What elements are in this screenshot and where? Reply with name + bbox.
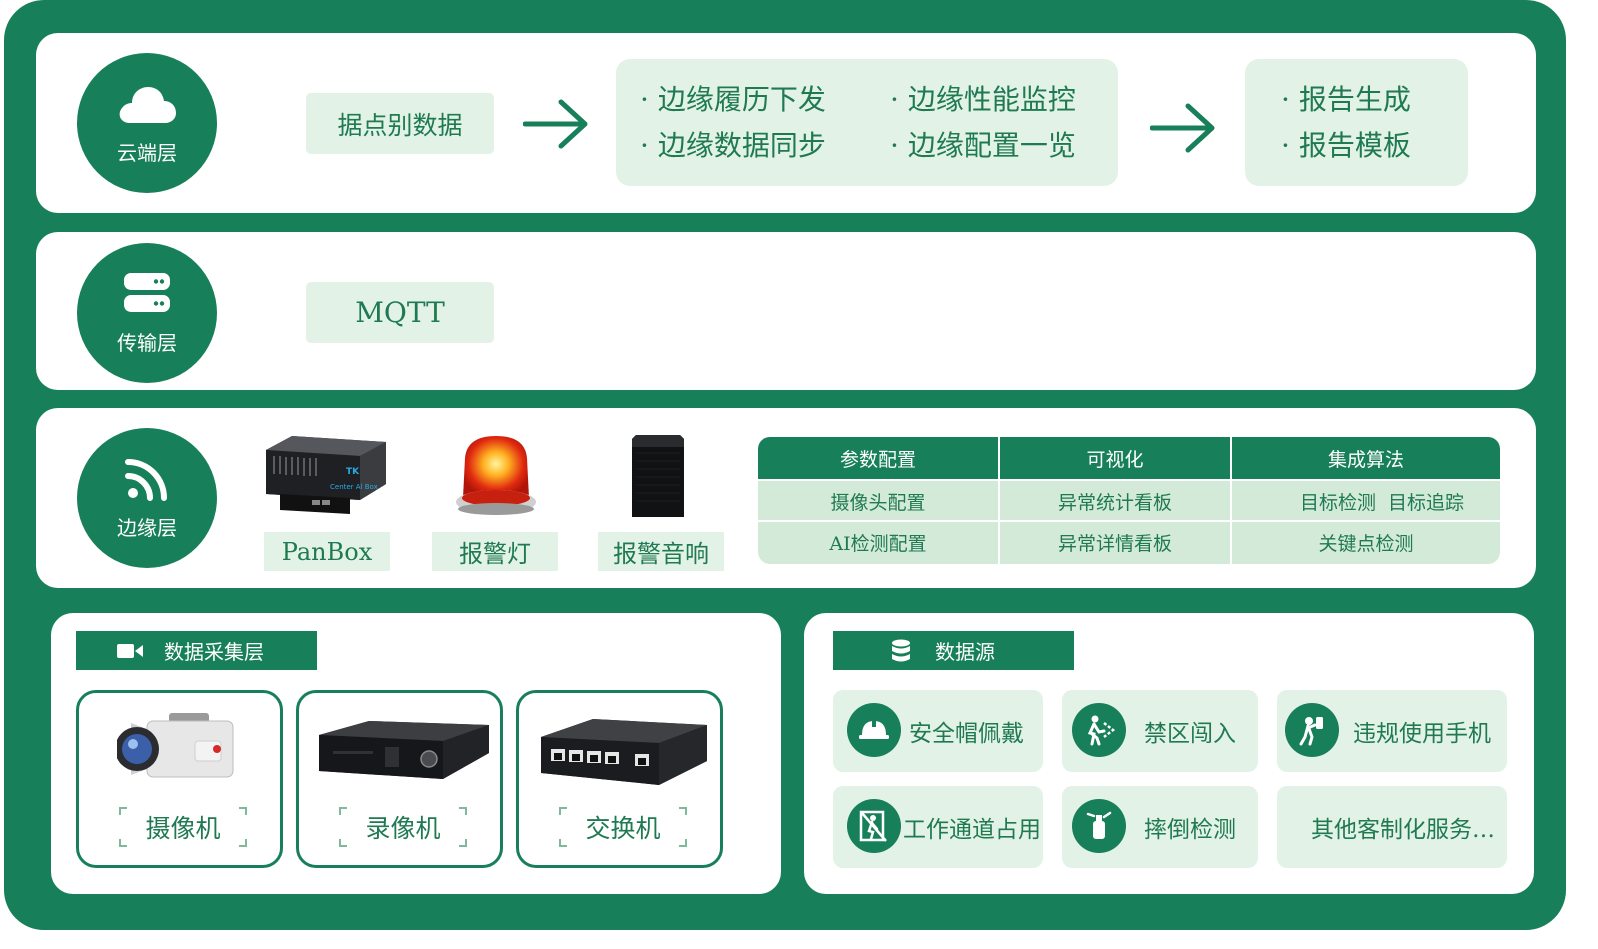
device-card-camera: 摄像机 (76, 690, 283, 868)
data-source-title-tab: 数据源 (833, 631, 1074, 670)
reports-box: · 报告生成 · 报告模板 (1245, 59, 1468, 186)
source-item-helmet: 安全帽佩戴 (833, 690, 1043, 772)
source-data-pill: 据点别数据 (306, 93, 494, 154)
panbox-device-icon: TK Center Al Box (266, 436, 386, 514)
device-label-panbox: PanBox (264, 532, 390, 571)
edge-mgmt-item: · 边缘履历下发 (640, 83, 826, 116)
label-corner (679, 807, 687, 815)
device-card-switch: 交换机 (516, 690, 723, 868)
camera-device-icon (117, 713, 234, 778)
grid-cell: 目标追踪 (1388, 492, 1465, 514)
database-icon (891, 639, 911, 663)
source-item-passage: 工作通道占用 (833, 786, 1043, 868)
recorder-label: 录像机 (365, 814, 441, 843)
svg-text:TK: TK (346, 467, 360, 477)
label-corner (459, 807, 467, 815)
edge-mgmt-item: · 边缘数据同步 (640, 129, 826, 162)
device-label-speaker: 报警音响 (598, 532, 724, 571)
source-label: 禁区闯入 (1144, 721, 1236, 747)
source-item-intrusion: 禁区闯入 (1062, 690, 1258, 772)
alarm-light-icon (456, 436, 536, 515)
transport-layer-badge: 传输层 (77, 243, 217, 383)
report-item: · 报告生成 (1281, 83, 1411, 116)
grid-divider (998, 437, 1000, 564)
server-icon (77, 271, 217, 321)
phone-use-icon (1285, 703, 1339, 757)
edge-function-grid: 参数配置 可视化 集成算法 摄像头配置 异常统计看板 目标检测 目标追踪 AI检… (758, 437, 1500, 564)
speaker-icon (632, 435, 684, 517)
source-label: 摔倒检测 (1144, 817, 1236, 843)
fall-icon (1072, 799, 1126, 853)
intrusion-icon (1072, 703, 1126, 757)
cloud-layer-badge: 云端层 (77, 53, 217, 193)
edge-mgmt-item: · 边缘配置一览 (890, 129, 1076, 162)
source-label: 违规使用手机 (1353, 721, 1491, 747)
grid-cell: 目标检测 (1299, 492, 1376, 514)
grid-cell: 异常统计看板 (1057, 492, 1172, 514)
camera-label: 摄像机 (145, 814, 221, 843)
edge-layer-badge: 边缘层 (77, 428, 217, 568)
grid-cell: AI检测配置 (829, 533, 927, 555)
edge-management-box: · 边缘履历下发 · 边缘性能监控 · 边缘数据同步 · 边缘配置一览 (616, 59, 1118, 186)
edge-mgmt-item: · 边缘性能监控 (890, 83, 1076, 116)
label-corner (119, 839, 127, 847)
cloud-icon (77, 81, 217, 131)
device-label-alarm-light: 报警灯 (432, 532, 558, 571)
source-label: 安全帽佩戴 (909, 721, 1024, 747)
device-card-recorder: 录像机 (296, 690, 503, 868)
arrow-right-icon (523, 99, 588, 149)
grid-header-visual: 可视化 (1000, 437, 1230, 479)
helmet-icon (847, 703, 901, 757)
label-corner (339, 839, 347, 847)
label-corner (119, 807, 127, 815)
label-corner (559, 839, 567, 847)
source-label: 其他客制化服务… (1311, 817, 1495, 843)
source-item-custom: 其他客制化服务… (1277, 786, 1507, 868)
transport-layer-panel (36, 232, 1536, 390)
switch-label: 交换机 (585, 814, 661, 843)
acquisition-title-tab: 数据采集层 (76, 631, 317, 670)
grid-header-algorithm: 集成算法 (1232, 437, 1500, 479)
edge-layer-label: 边缘层 (117, 516, 177, 540)
source-item-phone: 违规使用手机 (1277, 690, 1507, 772)
label-corner (239, 807, 247, 815)
grid-header-config: 参数配置 (758, 437, 998, 479)
arrow-right-icon (1150, 103, 1215, 153)
video-camera-icon (116, 641, 144, 661)
transport-layer-label: 传输层 (117, 331, 177, 355)
grid-cell: 异常详情看板 (1057, 533, 1172, 555)
label-corner (559, 807, 567, 815)
label-corner (339, 807, 347, 815)
grid-divider (1230, 437, 1232, 564)
label-corner (459, 839, 467, 847)
label-corner (239, 839, 247, 847)
panbox-brand-text: Center Al Box (330, 483, 378, 491)
acquisition-title: 数据采集层 (164, 640, 264, 664)
mqtt-pill: MQTT (306, 282, 494, 343)
recorder-device-icon (319, 721, 489, 779)
cloud-layer-label: 云端层 (117, 141, 177, 165)
grid-divider (758, 479, 1500, 481)
label-corner (679, 839, 687, 847)
switch-device-icon (541, 719, 707, 785)
passage-icon (847, 799, 901, 853)
grid-divider (758, 520, 1500, 522)
grid-cell: 关键点检测 (1318, 533, 1414, 555)
source-label: 工作通道占用 (903, 817, 1041, 843)
grid-cell: 摄像头配置 (830, 492, 926, 514)
data-source-title: 数据源 (935, 640, 995, 664)
signal-icon (77, 456, 217, 506)
report-item: · 报告模板 (1281, 129, 1411, 162)
source-item-fall: 摔倒检测 (1062, 786, 1258, 868)
